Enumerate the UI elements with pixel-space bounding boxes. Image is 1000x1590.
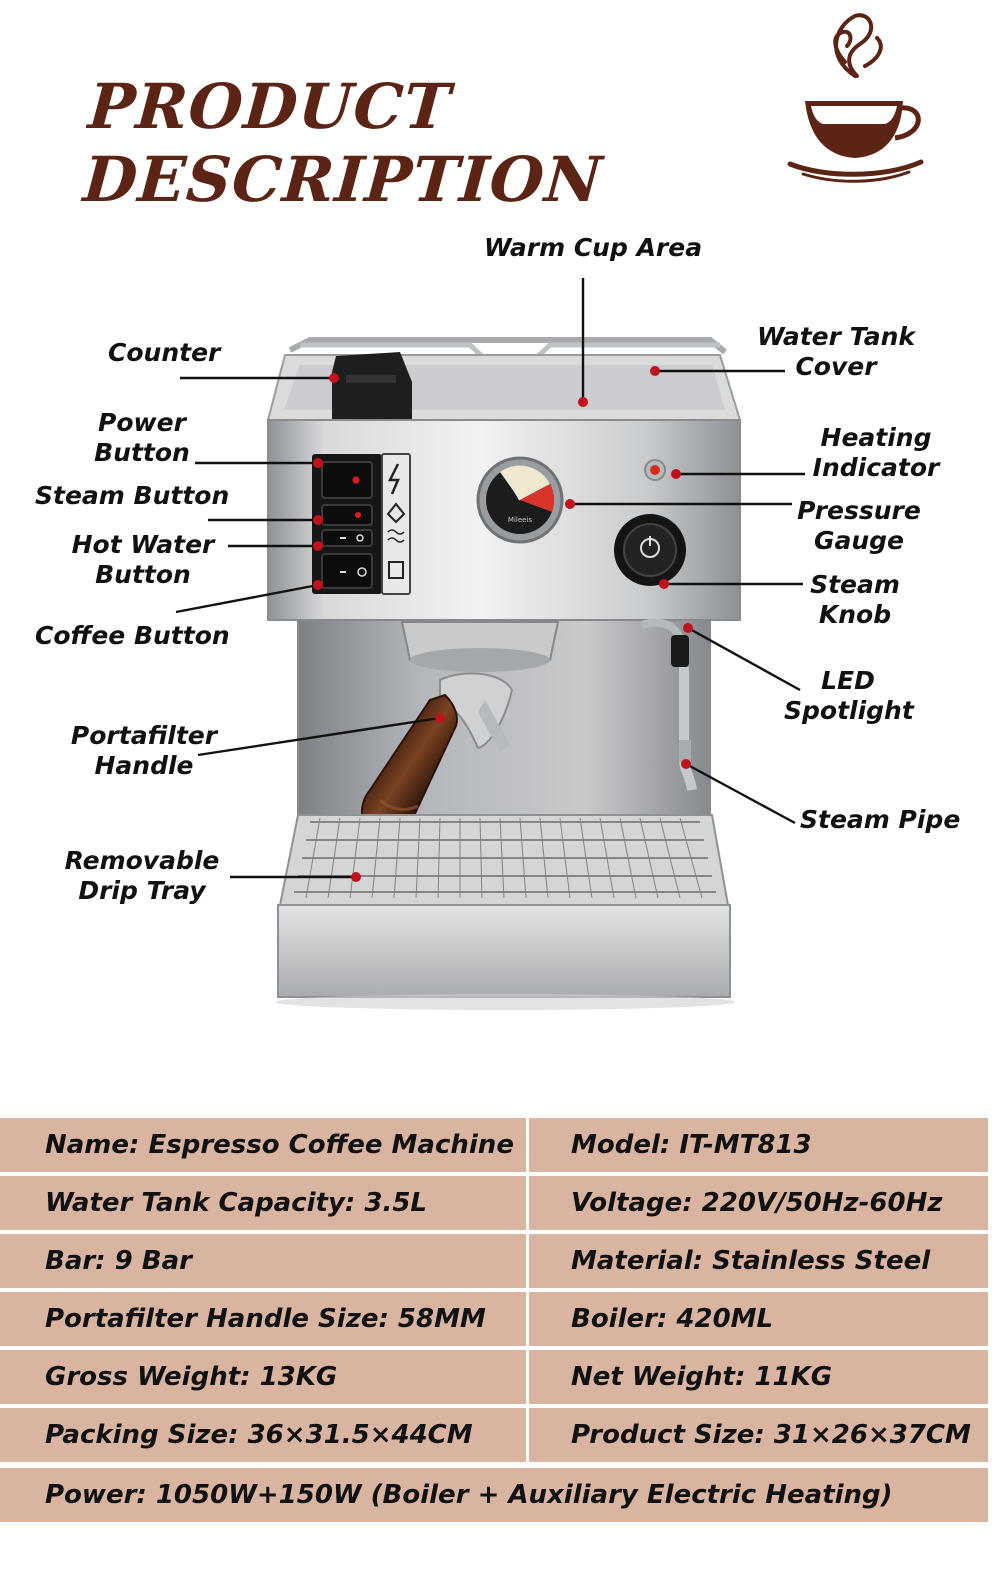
label-hot-water-button-line2: Button — [95, 560, 191, 589]
specs-table: Name: Espresso Coffee Machine Model: IT-… — [0, 1118, 988, 1536]
label-removable-drip-tray: Removable Drip Tray — [62, 846, 222, 906]
spec-name: Name: Espresso Coffee Machine — [0, 1118, 526, 1172]
label-removable-drip-tray-line2: Drip Tray — [78, 876, 206, 905]
specs-row: Gross Weight: 13KG Net Weight: 11KG — [0, 1350, 988, 1404]
label-portafilter-handle-line1: Portafilter — [70, 721, 218, 750]
label-water-tank-cover-line1: Water Tank — [756, 322, 916, 351]
spec-voltage: Voltage: 220V/50Hz-60Hz — [529, 1176, 988, 1230]
label-water-tank-cover: Water Tank Cover — [752, 322, 920, 382]
spec-gross-weight: Gross Weight: 13KG — [0, 1350, 526, 1404]
gauge-brand-label: Mileeis — [508, 516, 532, 524]
label-steam-knob-line1: Steam — [810, 570, 900, 599]
label-coffee-button: Coffee Button — [35, 621, 230, 650]
spec-boiler: Boiler: 420ML — [529, 1292, 988, 1346]
label-warm-cup-area: Warm Cup Area — [484, 233, 703, 262]
label-portafilter-handle-line2: Handle — [94, 751, 194, 780]
specs-row: Portafilter Handle Size: 58MM Boiler: 42… — [0, 1292, 988, 1346]
label-hot-water-button-line1: Hot Water — [71, 530, 215, 559]
label-steam-knob-line2: Knob — [818, 600, 892, 629]
spec-packing-size: Packing Size: 36×31.5×44CM — [0, 1408, 526, 1462]
label-heating-indicator-line1: Heating — [820, 423, 932, 452]
label-steam-button: Steam Button — [35, 481, 230, 510]
specs-row: Bar: 9 Bar Material: Stainless Steel — [0, 1234, 988, 1288]
label-removable-drip-tray-line1: Removable — [64, 846, 220, 875]
label-led-spotlight-line1: LED — [821, 666, 875, 695]
spec-portafilter-size: Portafilter Handle Size: 58MM — [0, 1292, 526, 1346]
spec-power: Power: 1050W+150W (Boiler + Auxiliary El… — [0, 1468, 988, 1522]
specs-row: Packing Size: 36×31.5×44CM Product Size:… — [0, 1408, 988, 1462]
spec-product-size: Product Size: 31×26×37CM — [529, 1408, 988, 1462]
coffee-cup-heart-icon — [787, 13, 924, 183]
spec-net-weight: Net Weight: 11KG — [529, 1350, 988, 1404]
label-counter: Counter — [108, 338, 221, 367]
specs-row: Name: Espresso Coffee Machine Model: IT-… — [0, 1118, 988, 1172]
spec-water-tank-capacity: Water Tank Capacity: 3.5L — [0, 1176, 526, 1230]
label-heating-indicator-line2: Indicator — [812, 453, 940, 482]
label-steam-pipe: Steam Pipe — [800, 805, 961, 834]
label-pressure-gauge-line1: Pressure — [797, 496, 921, 525]
spec-material: Material: Stainless Steel — [529, 1234, 988, 1288]
espresso-machine-illustration: Mileeis — [175, 278, 805, 1010]
label-power-button-line1: Power — [98, 408, 186, 437]
label-power-button-line2: Button — [94, 438, 190, 467]
label-water-tank-cover-line2: Cover — [795, 352, 877, 381]
specs-row: Water Tank Capacity: 3.5L Voltage: 220V/… — [0, 1176, 988, 1230]
label-led-spotlight: LED Spotlight — [784, 666, 914, 726]
label-portafilter-handle: Portafilter Handle — [70, 721, 218, 781]
spec-model: Model: IT-MT813 — [529, 1118, 988, 1172]
label-hot-water-button: Hot Water Button — [68, 530, 218, 590]
label-pressure-gauge: Pressure Gauge — [796, 496, 922, 556]
label-power-button: Power Button — [92, 408, 192, 468]
spec-bar: Bar: 9 Bar — [0, 1234, 526, 1288]
label-steam-knob: Steam Knob — [806, 570, 904, 630]
label-pressure-gauge-line2: Gauge — [813, 526, 905, 555]
label-led-spotlight-line2: Spotlight — [784, 696, 914, 725]
label-heating-indicator: Heating Indicator — [810, 423, 942, 483]
specs-row-power: Power: 1050W+150W (Boiler + Auxiliary El… — [0, 1468, 988, 1522]
